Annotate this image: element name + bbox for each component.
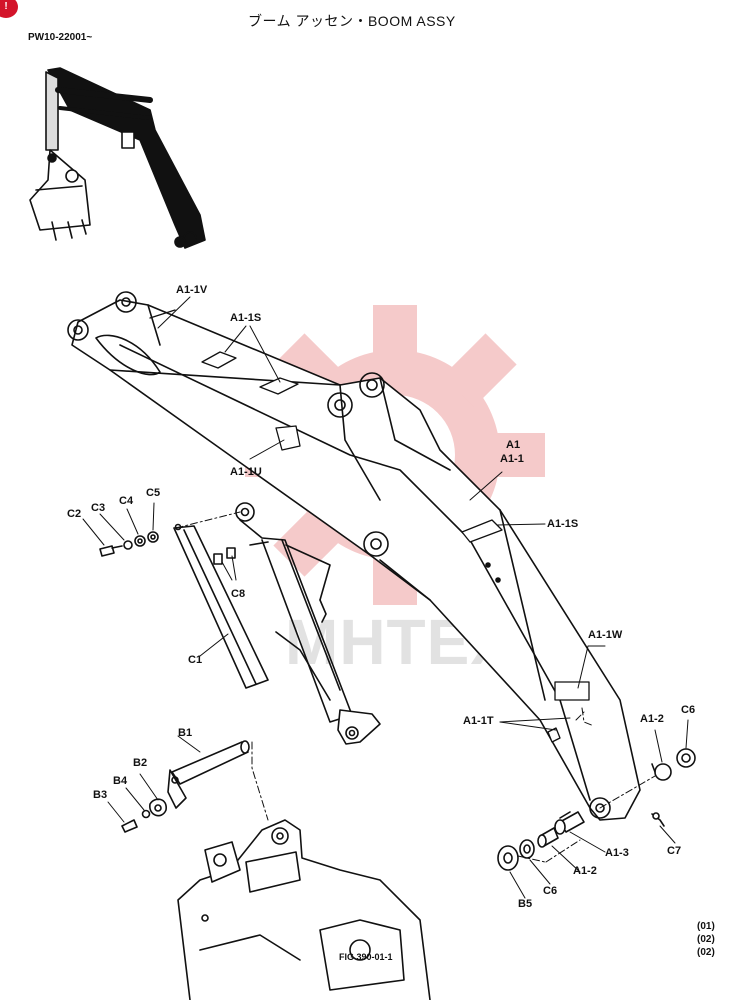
callout-a1-2-lower: A1-2 (573, 865, 597, 877)
callout-a1-2-upper: A1-2 (640, 713, 664, 725)
revision-1: (01) (697, 921, 715, 932)
callout-c4: C4 (119, 495, 134, 507)
cushion-pads (213, 547, 236, 565)
boom-body (67, 291, 641, 821)
callout-c3: C3 (91, 502, 106, 514)
callout-a1-1t: A1-1T (463, 715, 494, 727)
callout-c6-upper: C6 (681, 704, 696, 716)
callout-c2: C2 (67, 508, 82, 520)
leader-lines (82, 296, 689, 899)
callout-a1-1: A1-1 (500, 453, 524, 465)
alignment-lines (175, 511, 656, 863)
callout-b3: B3 (93, 789, 108, 801)
figure-number: FIG 390-01-1 (339, 952, 393, 962)
callout-b1: B1 (178, 727, 193, 739)
revision-2: (02) (697, 934, 715, 945)
callout-c6-lower: C6 (543, 885, 558, 897)
callout-a1-1v: A1-1V (176, 284, 208, 296)
thumbnail-machine (29, 67, 206, 249)
boom-plates (149, 309, 590, 743)
cover-plate (173, 523, 269, 689)
page-title: ブーム アッセン・BOOM ASSY (248, 13, 456, 29)
swing-bracket (177, 819, 431, 1000)
callout-a1-1u: A1-1U (230, 466, 262, 478)
revision-3: (02) (697, 947, 715, 958)
callout-a1-3: A1-3 (605, 847, 629, 859)
bushings-right (497, 748, 696, 871)
callout-b5: B5 (518, 898, 533, 910)
callout-c8: C8 (231, 588, 246, 600)
bolt-stack-c (99, 531, 159, 557)
callout-b4: B4 (113, 775, 128, 787)
boom-cylinder (235, 502, 381, 745)
callout-c1: C1 (188, 654, 203, 666)
callout-b2: B2 (133, 757, 148, 769)
page-marker: ! (0, 0, 18, 18)
callout-c5: C5 (146, 487, 161, 499)
pin-b1 (121, 740, 250, 833)
callout-a1: A1 (506, 439, 521, 451)
callout-a1-1w: A1-1W (588, 629, 623, 641)
model-range: PW10-22001~ (28, 32, 93, 43)
callout-a1-1s-top: A1-1S (230, 312, 262, 324)
callout-c7: C7 (667, 845, 682, 857)
callout-a1-1s-mid: A1-1S (547, 518, 579, 530)
